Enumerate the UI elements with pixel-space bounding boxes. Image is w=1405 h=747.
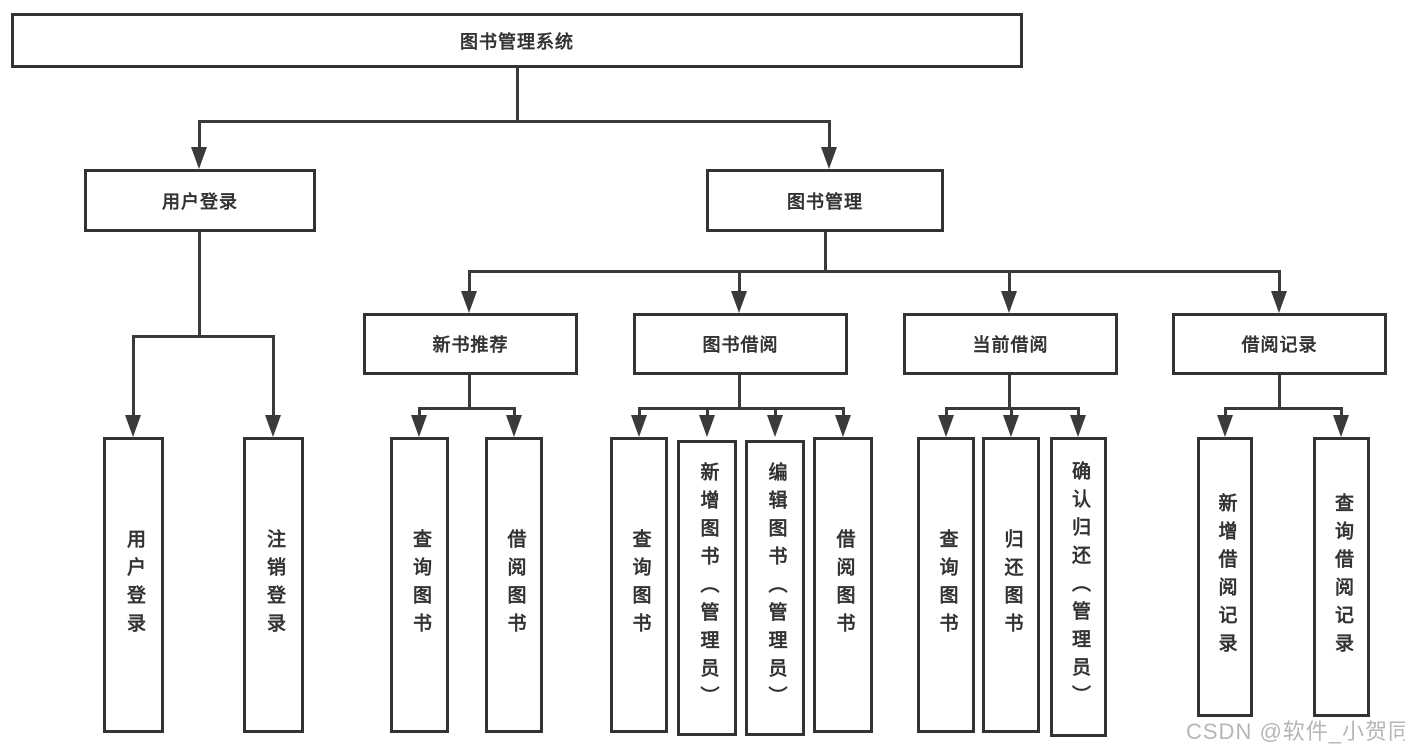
node-label: 归还图书 [1001,529,1023,641]
connector-line [638,407,845,410]
node-label: 注销登录 [263,529,285,641]
connector-line [198,120,201,147]
arrow-down-icon [1271,291,1287,313]
connector-line [272,335,275,415]
arrow-down-icon [1333,415,1349,437]
arrow-down-icon [265,415,281,437]
connector-line [1278,375,1281,407]
arrow-down-icon [835,415,851,437]
arrow-down-icon [1217,415,1233,437]
node-add-borrow-record: 新增借阅记录 [1197,437,1253,717]
node-query-books-3: 查询图书 [917,437,975,733]
node-query-books-1: 查询图书 [390,437,449,733]
node-query-books-2: 查询图书 [610,437,668,733]
connector-line [198,120,831,123]
node-label: 新增图书（管理员） [697,462,719,714]
connector-line [513,407,516,415]
arrow-down-icon [767,415,783,437]
node-label: 图书管理系统 [460,31,574,52]
connector-line [828,120,831,147]
node-label: 新书推荐 [432,335,509,355]
node-label: 图书管理 [787,191,863,212]
arrow-down-icon [821,147,837,169]
connector-line [774,407,777,415]
connector-line [1340,407,1343,415]
arrow-down-icon [461,291,477,313]
node-return-books: 归还图书 [982,437,1040,733]
node-borrow-books-2: 借阅图书 [813,437,873,733]
arrow-down-icon [1003,415,1019,437]
node-query-borrow-record: 查询借阅记录 [1313,437,1370,717]
connector-line [468,375,471,407]
connector-line [1008,375,1011,407]
connector-line [1224,407,1227,415]
connector-line [132,335,135,415]
connector-line [198,232,201,337]
arrow-down-icon [191,147,207,169]
connector-line [468,270,471,291]
node-book-borrowing: 图书借阅 [633,313,848,375]
arrow-down-icon [506,415,522,437]
node-label: 用户登录 [162,191,238,212]
connector-line [1278,270,1281,291]
node-user-login: 用户登录 [84,169,316,232]
connector-line [738,375,741,407]
node-label: 用户登录 [123,529,145,641]
node-label: 借阅图书 [833,529,855,641]
arrow-down-icon [1070,415,1086,437]
connector-line [1224,407,1343,410]
node-current-borrowing: 当前借阅 [903,313,1118,375]
connector-line [638,407,641,415]
node-new-book-recommend: 新书推荐 [363,313,578,375]
connector-line [945,407,948,415]
connector-line [842,407,845,415]
connector-line [1077,407,1080,415]
node-edit-books-admin: 编辑图书（管理员） [745,440,805,736]
node-user-login-leaf: 用户登录 [103,437,164,733]
node-label: 当前借阅 [972,335,1049,355]
connector-line [132,335,275,338]
connector-line [738,270,741,291]
connector-line [418,407,516,410]
node-add-books-admin: 新增图书（管理员） [677,440,737,736]
watermark-text: CSDN @软件_小贺同学 [1186,719,1405,744]
node-label: 编辑图书（管理员） [765,462,787,714]
node-label: 查询图书 [409,529,431,641]
connector-line [418,407,421,415]
node-book-management-system: 图书管理系统 [11,13,1023,68]
node-label: 查询图书 [936,529,958,641]
node-label: 借阅图书 [504,529,526,641]
arrow-down-icon [1001,291,1017,313]
connector-line [516,68,519,120]
node-logout: 注销登录 [243,437,304,733]
node-label: 确认归还（管理员） [1068,461,1090,713]
arrow-down-icon [938,415,954,437]
connector-line [706,407,709,415]
connector-line [1008,270,1011,291]
node-book-management: 图书管理 [706,169,944,232]
arrow-down-icon [699,415,715,437]
node-confirm-return-admin: 确认归还（管理员） [1050,437,1107,737]
connector-line [468,270,1281,273]
connector-line [1010,407,1013,415]
node-label: 新增借阅记录 [1215,493,1237,661]
node-label: 借阅记录 [1241,335,1318,355]
node-borrowing-records: 借阅记录 [1172,313,1387,375]
arrow-down-icon [731,291,747,313]
arrow-down-icon [411,415,427,437]
node-label: 查询借阅记录 [1331,493,1353,661]
arrow-down-icon [125,415,141,437]
connector-line [824,232,827,270]
arrow-down-icon [631,415,647,437]
node-borrow-books-1: 借阅图书 [485,437,543,733]
node-label: 查询图书 [629,529,651,641]
node-label: 图书借阅 [702,335,779,355]
